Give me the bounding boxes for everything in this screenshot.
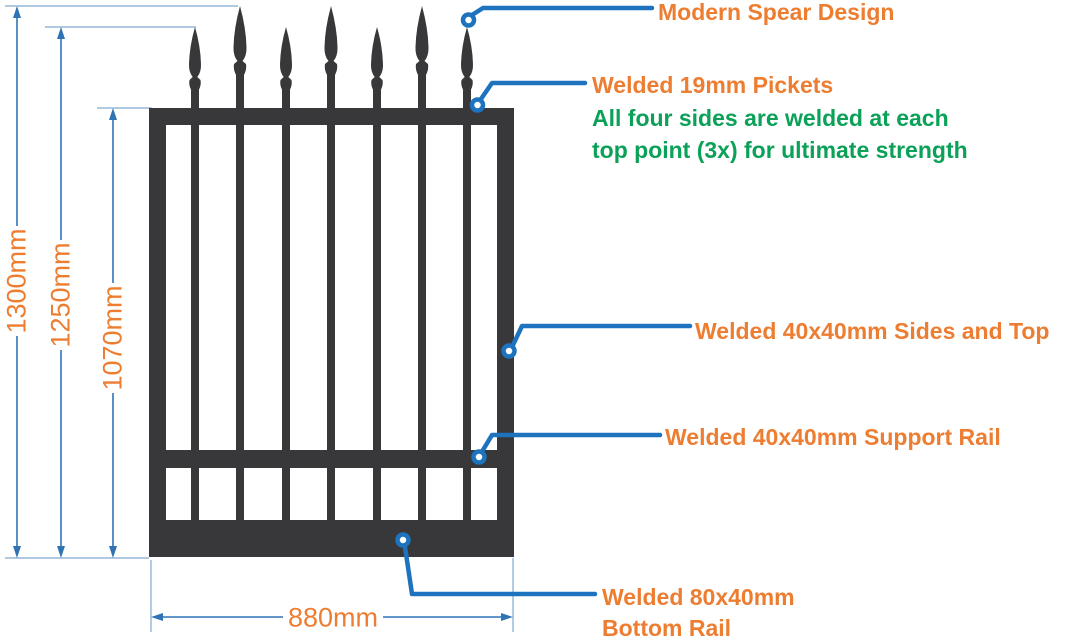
arrow-right-icon — [501, 613, 513, 621]
leader-line — [480, 432, 663, 453]
weld-point-marker-icon — [395, 532, 411, 548]
arrow-left-icon — [151, 613, 163, 621]
dimension-label-mask — [46, 240, 76, 350]
spear-short — [188, 27, 202, 90]
picket — [236, 70, 244, 545]
callout-support-rail: Welded 40x40mm Support Rail — [471, 424, 1001, 465]
spear-short — [370, 27, 384, 90]
weld-point-marker-icon — [469, 97, 486, 113]
dimension-label-mask — [2, 226, 32, 336]
top-rail — [149, 108, 514, 125]
spear-tall — [233, 6, 247, 75]
dimension-label-880: 880mm — [288, 602, 378, 632]
dimension-label-1070: 1070mm — [97, 285, 127, 390]
callout-label: Welded 40x40mm Sides and Top — [695, 318, 1049, 344]
picket — [327, 70, 335, 545]
gate-panel — [149, 6, 514, 557]
arrow-up-icon — [13, 6, 21, 18]
spear-short — [279, 27, 293, 90]
arrow-down-icon — [57, 546, 65, 558]
arrow-down-icon — [13, 546, 21, 558]
leader-line — [478, 80, 588, 102]
dimension-1300: 1300mm — [1, 6, 32, 558]
callout-welded-pickets: Welded 19mm Pickets All four sides are w… — [469, 72, 968, 163]
leader-line — [469, 5, 655, 18]
right-stile — [497, 108, 514, 557]
picket — [282, 86, 290, 545]
callout-sides-and-top: Welded 40x40mm Sides and Top — [501, 318, 1049, 359]
weld-point-marker-icon — [501, 343, 517, 359]
left-stile — [149, 108, 166, 557]
callout-modern-spear-design: Modern Spear Design — [460, 0, 894, 28]
spear-tall — [415, 6, 429, 75]
callout-label-line2: Bottom Rail — [602, 615, 731, 638]
dimension-label-1250: 1250mm — [45, 242, 75, 347]
arrow-down-icon — [109, 546, 117, 558]
picket — [418, 70, 426, 545]
leader-line — [402, 544, 598, 597]
pickets — [191, 70, 471, 545]
callout-label: Modern Spear Design — [658, 0, 894, 25]
gate-frame — [149, 108, 514, 557]
dimension-label-1300: 1300mm — [1, 228, 31, 333]
callout-bottom-rail: Welded 80x40mm Bottom Rail — [395, 532, 795, 638]
callout-note-line1: All four sides are welded at each — [592, 105, 949, 131]
dimension-880: 880mm — [151, 602, 513, 632]
callout-label: Welded 40x40mm Support Rail — [665, 424, 1001, 450]
leader-line — [510, 323, 693, 348]
picket — [463, 86, 471, 545]
callout-label-line1: Welded 80x40mm — [602, 584, 795, 610]
picket — [191, 86, 199, 545]
dimension-1250: 1250mm — [45, 27, 76, 558]
dimension-1070: 1070mm — [97, 108, 128, 558]
dimension-label-mask — [283, 602, 383, 632]
spear-short — [460, 27, 474, 90]
picket — [373, 86, 381, 545]
weld-point-marker-icon — [471, 449, 487, 465]
spear-finials — [188, 6, 474, 90]
spear-tall — [324, 6, 338, 75]
arrow-up-icon — [57, 27, 65, 39]
callout-label: Welded 19mm Pickets — [592, 72, 833, 98]
bottom-rail — [149, 520, 514, 557]
dimension-label-mask — [98, 283, 128, 393]
support-rail — [149, 450, 514, 468]
weld-point-marker-icon — [460, 12, 477, 28]
callout-note-line2: top point (3x) for ultimate strength — [592, 137, 968, 163]
arrow-up-icon — [109, 108, 117, 120]
